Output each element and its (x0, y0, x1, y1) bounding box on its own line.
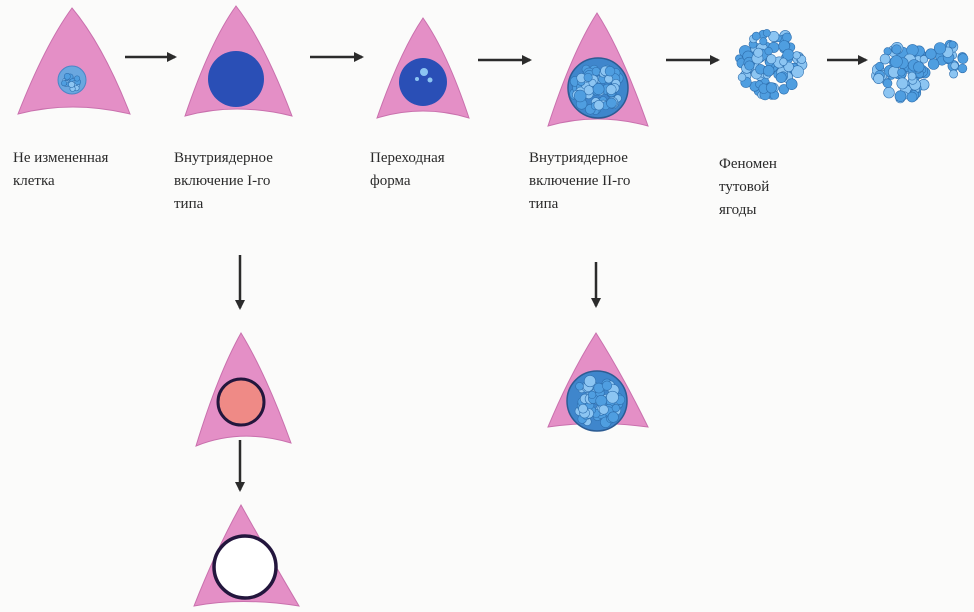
granule (907, 92, 917, 102)
granule (786, 79, 797, 90)
granule (897, 78, 908, 89)
granule (738, 73, 746, 81)
label-inclusion-type-2: Внутриядерное включение II-го типа (529, 147, 679, 216)
dispersing-cluster (872, 40, 969, 103)
label-unchanged-cell: Не измененная клетка (13, 147, 153, 193)
granule (765, 47, 773, 55)
granule (763, 29, 770, 36)
granule (576, 382, 584, 390)
granule (767, 54, 776, 63)
granule (928, 59, 939, 70)
cell-body (18, 8, 130, 114)
granule (766, 83, 776, 93)
granule (754, 48, 763, 57)
granule (752, 32, 760, 40)
dark-nucleus (208, 51, 264, 107)
granule (61, 81, 66, 86)
granule (926, 49, 937, 60)
scattered-granules (926, 40, 968, 78)
granule (64, 73, 70, 79)
granule (74, 76, 79, 81)
granule (760, 38, 767, 45)
cell-inclusion-type-1 (185, 6, 292, 116)
granule (895, 91, 906, 102)
granule (884, 87, 895, 98)
granule (874, 74, 884, 84)
cell-inclusion-type-2 (548, 13, 648, 126)
granule (607, 98, 617, 108)
granule (592, 67, 600, 75)
cell-transitional-form (377, 18, 469, 118)
cluster-granules (735, 29, 807, 100)
granule (606, 85, 616, 95)
nucleus-spot (428, 78, 433, 83)
granule (607, 391, 619, 403)
granule (745, 61, 754, 70)
granule (763, 65, 774, 76)
granule (883, 79, 892, 88)
granule (584, 375, 595, 386)
dark-nucleus (399, 58, 447, 106)
granule (776, 73, 786, 83)
cell-granular-nucleus (548, 333, 648, 431)
granule (605, 66, 615, 76)
granule (596, 395, 607, 406)
granule (780, 58, 788, 66)
label-mulberry-phenomenon: Феномен тутовой ягоды (719, 153, 829, 222)
granule (588, 391, 596, 399)
granule (584, 73, 592, 81)
granule (949, 41, 956, 48)
empty-nucleus (214, 536, 276, 598)
cell-pink-nucleus (196, 333, 291, 446)
granule (602, 381, 611, 390)
granule (579, 404, 588, 413)
granule (880, 54, 890, 64)
granule (908, 72, 916, 80)
cell-unchanged (18, 8, 130, 114)
granule (593, 84, 604, 95)
cluster-granules (872, 42, 931, 103)
granule (599, 405, 608, 414)
granule (612, 404, 620, 412)
granule (951, 62, 959, 70)
nucleus-spot (415, 77, 419, 81)
granule (793, 52, 800, 59)
granule (890, 56, 902, 68)
granule (892, 45, 901, 54)
granule (958, 64, 967, 73)
granule (69, 81, 75, 87)
label-inclusion-type-1: Внутриядерное включение I-го типа (174, 147, 314, 216)
mulberry-cluster (735, 29, 807, 100)
granule (574, 90, 586, 102)
nucleus-spot (420, 68, 428, 76)
label-transitional-form: Переходная форма (370, 147, 500, 193)
granule (898, 68, 906, 76)
granule (958, 54, 968, 64)
cell-empty-nucleus (194, 505, 299, 606)
granule (608, 412, 619, 423)
pink-nucleus (218, 379, 264, 425)
granule (914, 62, 925, 73)
granule (950, 70, 958, 78)
granule (594, 100, 604, 110)
